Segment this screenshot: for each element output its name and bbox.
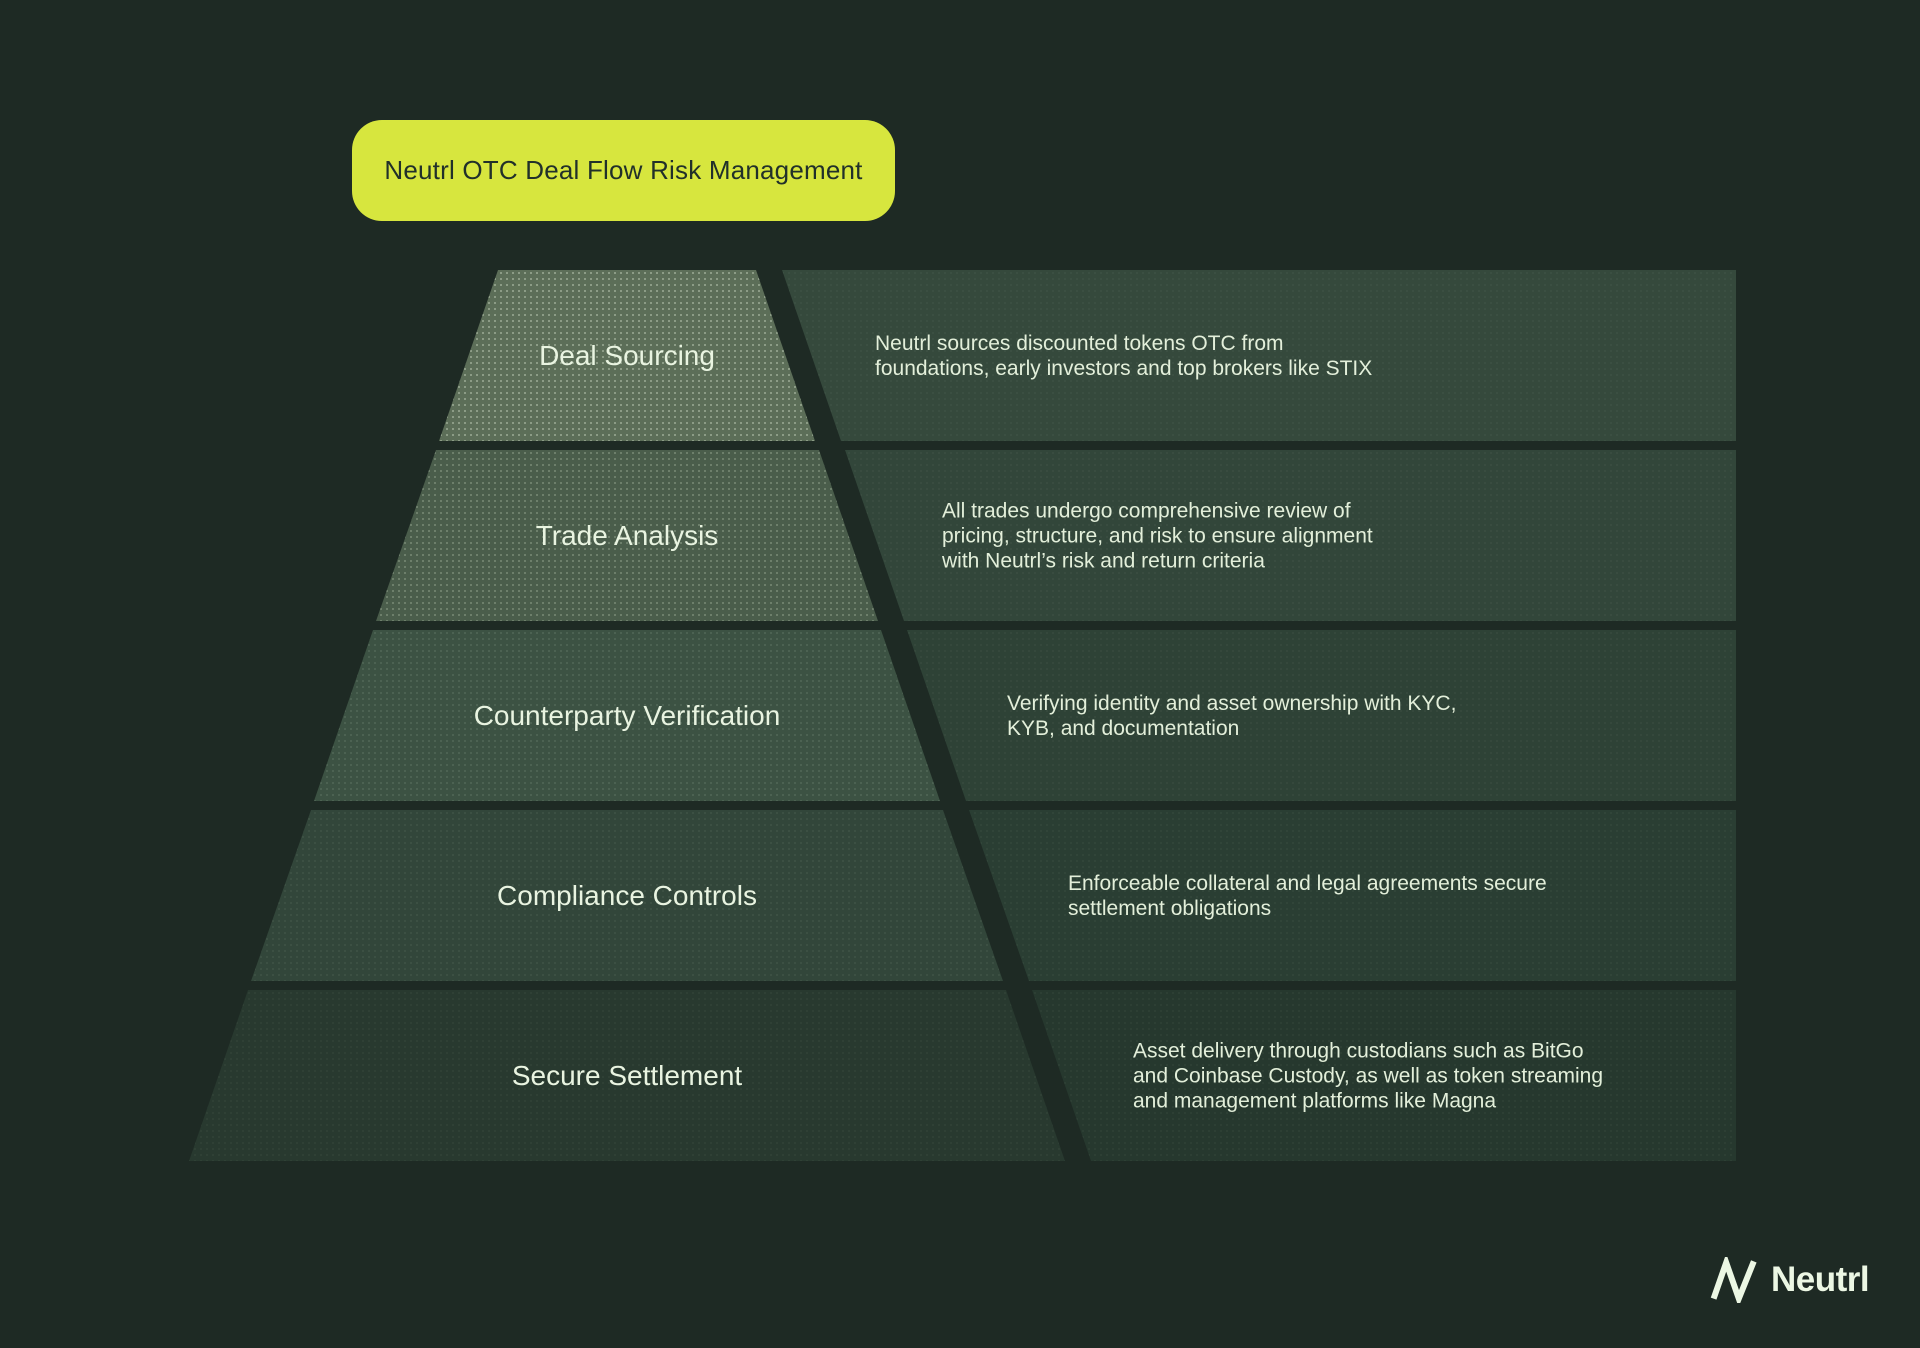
page-title: Neutrl OTC Deal Flow Risk Management [384,155,863,185]
tier-description: Neutrl sources discounted tokens OTC fro… [875,331,1373,380]
tier-label: Trade Analysis [535,519,719,551]
tier-description-panel: Neutrl sources discounted tokens OTC fro… [782,270,1736,441]
tier-description: All trades undergo comprehensive review … [942,499,1373,572]
neutrl-logomark-icon [1710,1257,1757,1303]
title-badge: Neutrl OTC Deal Flow Risk Management [352,120,895,221]
pyramid-level-secure-settlement: Secure Settlement Asset delivery through… [0,990,1736,1161]
tier-description: Verifying identity and asset ownership w… [1007,691,1457,740]
tier-description: Asset delivery through custodians such a… [1133,1039,1604,1112]
brand-logo: Neutrl [1710,1254,1870,1306]
pyramid-level-counterparty-verification: Counterparty Verification Verifying iden… [0,630,1736,801]
tier-label: Counterparty Verification [473,699,781,731]
tier-description: Enforceable collateral and legal agreeme… [1068,871,1547,920]
pyramid-level-deal-sourcing: Deal Sourcing Neutrl sources discounted … [0,270,1736,441]
halftone-texture [782,270,1736,441]
pyramid-level-compliance-controls: Compliance Controls Enforceable collater… [0,810,1736,981]
tier-label: Secure Settlement [511,1059,743,1091]
brand-wordmark: Neutrl [1771,1260,1870,1299]
pyramid-level-trade-analysis: Trade Analysis All trades undergo compre… [0,450,1736,621]
tier-label: Compliance Controls [497,879,757,911]
tier-label: Deal Sourcing [539,339,715,371]
